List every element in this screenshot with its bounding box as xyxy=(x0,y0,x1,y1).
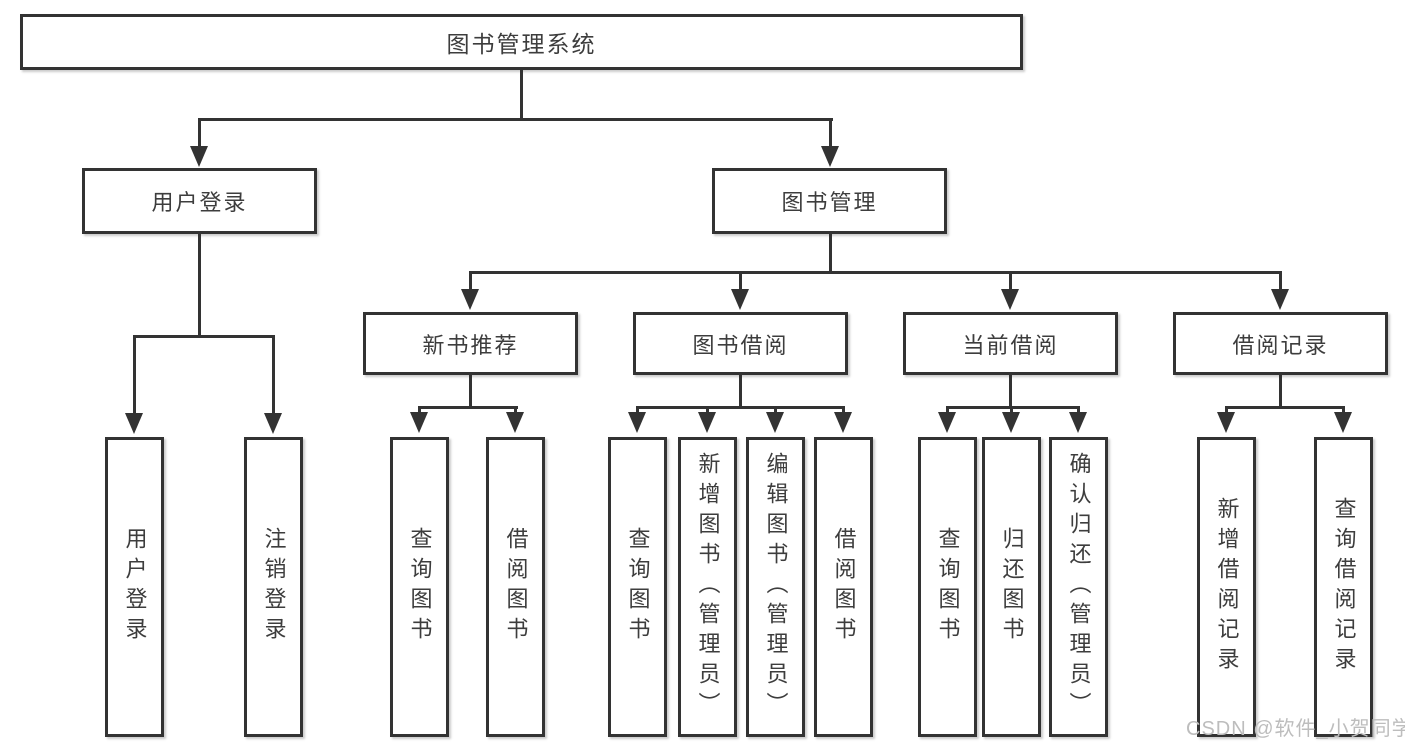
leaf-query-books-current-label: 查询图书 xyxy=(935,527,961,647)
arrow-down-icon xyxy=(834,412,852,433)
connector-line xyxy=(469,271,1282,274)
arrow-down-icon xyxy=(1271,289,1289,310)
node-user-login: 用户登录 xyxy=(82,168,317,234)
connector-line xyxy=(514,406,517,415)
arrow-down-icon xyxy=(698,412,716,433)
leaf-confirm-return-admin: 确认归还（管理员） xyxy=(1049,437,1108,737)
connector-line xyxy=(272,335,275,415)
node-root: 图书管理系统 xyxy=(20,14,1023,70)
connector-line xyxy=(469,375,472,409)
leaf-confirm-return-admin-label: 确认归还（管理员） xyxy=(1066,452,1092,722)
connector-line xyxy=(774,406,777,415)
node-current-borrowing-label: 当前借阅 xyxy=(962,332,1059,358)
arrow-down-icon xyxy=(821,146,839,167)
leaf-query-books-recommend: 查询图书 xyxy=(390,437,449,737)
arrow-down-icon xyxy=(1001,289,1019,310)
node-book-borrowing: 图书借阅 xyxy=(633,312,848,375)
connector-line xyxy=(1009,271,1012,291)
connector-line xyxy=(1009,375,1012,409)
connector-line xyxy=(706,406,709,415)
leaf-query-borrow-record-label: 查询借阅记录 xyxy=(1331,497,1357,677)
connector-line xyxy=(418,406,518,409)
leaf-user-login-label: 用户登录 xyxy=(122,527,148,647)
arrow-down-icon xyxy=(410,412,428,433)
arrow-down-icon xyxy=(731,289,749,310)
leaf-edit-books-admin-label: 编辑图书（管理员） xyxy=(763,452,789,722)
connector-line xyxy=(1225,406,1345,409)
connector-line xyxy=(520,70,523,120)
node-root-label: 图书管理系统 xyxy=(446,31,597,57)
leaf-borrow-books-recommend: 借阅图书 xyxy=(486,437,545,737)
connector-line xyxy=(198,118,833,121)
leaf-add-borrow-record-label: 新增借阅记录 xyxy=(1214,497,1240,677)
arrow-down-icon xyxy=(628,412,646,433)
arrow-down-icon xyxy=(461,289,479,310)
connector-line xyxy=(1225,406,1228,415)
leaf-query-books-borrowing: 查询图书 xyxy=(608,437,667,737)
connector-line xyxy=(636,406,845,409)
connector-line xyxy=(133,335,275,338)
node-new-book-recommend: 新书推荐 xyxy=(363,312,578,375)
connector-line xyxy=(469,271,472,291)
connector-line xyxy=(133,335,136,415)
node-new-book-recommend-label: 新书推荐 xyxy=(422,332,519,358)
node-current-borrowing: 当前借阅 xyxy=(903,312,1118,375)
leaf-return-books: 归还图书 xyxy=(982,437,1041,737)
leaf-return-books-label: 归还图书 xyxy=(999,527,1025,647)
connector-line xyxy=(1279,271,1282,291)
connector-line xyxy=(198,234,201,337)
arrow-down-icon xyxy=(506,412,524,433)
leaf-add-books-admin: 新增图书（管理员） xyxy=(678,437,737,737)
node-user-login-label: 用户登录 xyxy=(151,190,248,215)
connector-line xyxy=(946,406,949,415)
leaf-logout: 注销登录 xyxy=(244,437,303,737)
connector-line xyxy=(418,406,421,415)
node-book-management: 图书管理 xyxy=(712,168,947,234)
connector-line xyxy=(1010,406,1013,415)
arrow-down-icon xyxy=(1217,412,1235,433)
connector-line xyxy=(739,375,742,409)
connector-line xyxy=(739,271,742,291)
arrow-down-icon xyxy=(766,412,784,433)
connector-line xyxy=(946,406,1080,409)
leaf-user-login: 用户登录 xyxy=(105,437,164,737)
leaf-add-borrow-record: 新增借阅记录 xyxy=(1197,437,1256,737)
arrow-down-icon xyxy=(1002,412,1020,433)
leaf-logout-label: 注销登录 xyxy=(261,527,287,647)
watermark: CSDN @软件_小贺同学 xyxy=(1186,718,1405,740)
connector-line xyxy=(829,234,832,274)
arrow-down-icon xyxy=(125,413,143,434)
leaf-borrow-books: 借阅图书 xyxy=(814,437,873,737)
arrow-down-icon xyxy=(938,412,956,433)
connector-line xyxy=(636,406,639,415)
connector-line xyxy=(1342,406,1345,415)
leaf-query-books-current: 查询图书 xyxy=(918,437,977,737)
connector-line xyxy=(842,406,845,415)
arrow-down-icon xyxy=(1069,412,1087,433)
node-borrowing-records: 借阅记录 xyxy=(1173,312,1388,375)
leaf-query-books-borrowing-label: 查询图书 xyxy=(625,527,651,647)
node-book-borrowing-label: 图书借阅 xyxy=(692,332,789,358)
leaf-query-books-recommend-label: 查询图书 xyxy=(407,527,433,647)
node-borrowing-records-label: 借阅记录 xyxy=(1232,332,1329,358)
arrow-down-icon xyxy=(264,413,282,434)
leaf-borrow-books-recommend-label: 借阅图书 xyxy=(503,527,529,647)
leaf-add-books-admin-label: 新增图书（管理员） xyxy=(695,452,721,722)
arrow-down-icon xyxy=(1334,412,1352,433)
leaf-borrow-books-label: 借阅图书 xyxy=(831,527,857,647)
leaf-query-borrow-record: 查询借阅记录 xyxy=(1314,437,1373,737)
connector-line xyxy=(829,118,832,148)
node-book-management-label: 图书管理 xyxy=(781,190,878,215)
connector-line xyxy=(198,118,201,148)
arrow-down-icon xyxy=(190,146,208,167)
connector-line xyxy=(1279,375,1282,409)
leaf-edit-books-admin: 编辑图书（管理员） xyxy=(746,437,805,737)
connector-line xyxy=(1077,406,1080,415)
